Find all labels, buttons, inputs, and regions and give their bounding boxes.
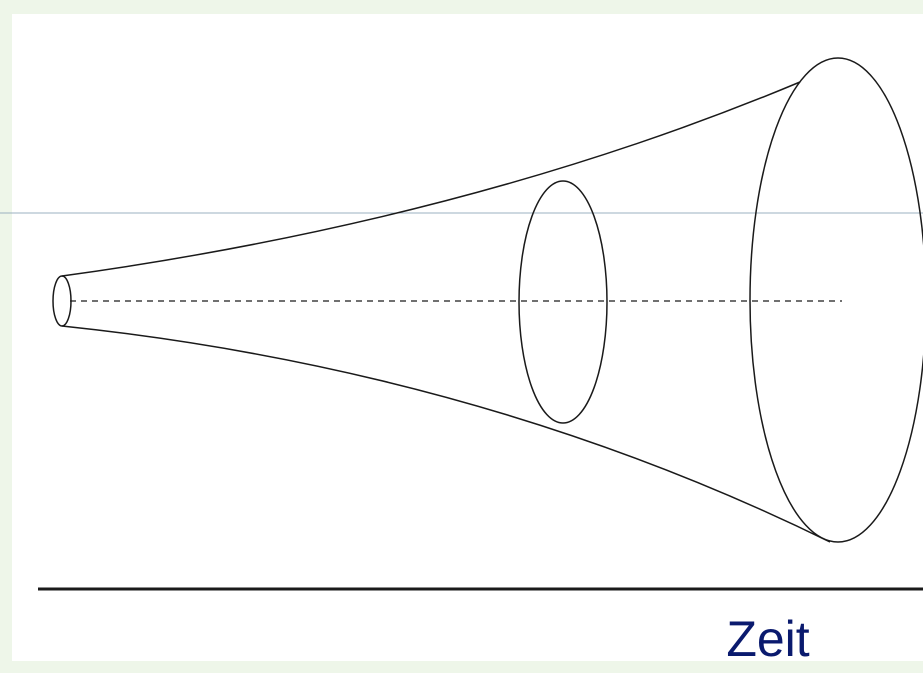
cone-end-ellipse bbox=[750, 58, 923, 542]
cone-upper-edge bbox=[62, 82, 800, 276]
cone-middle-ellipse bbox=[519, 181, 607, 423]
time-label: Zeit bbox=[683, 610, 853, 668]
cone-lower-edge bbox=[62, 326, 830, 542]
cone-start-ellipse bbox=[53, 276, 71, 326]
